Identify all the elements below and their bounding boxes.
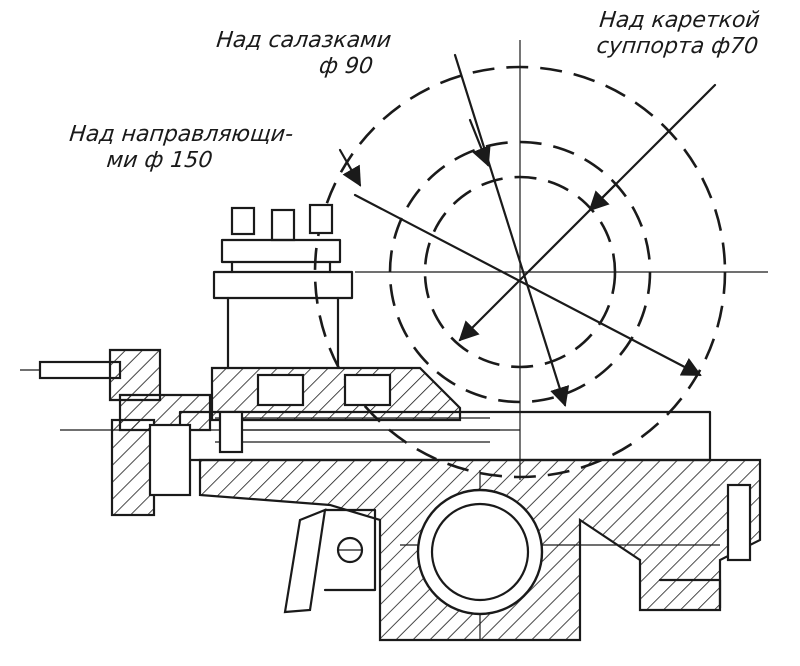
- label-over-carriage: Над кареткой суппорта ф70: [595, 8, 762, 60]
- over-slide-circle: [388, 140, 652, 404]
- label-over-slide-line1: Над салазками: [215, 28, 393, 53]
- over-carriage-circle: [423, 175, 617, 369]
- label-over-guides: Над направляющи- ми ф 150: [65, 122, 294, 174]
- upper-slide: [210, 366, 462, 422]
- handwheel: [38, 348, 212, 517]
- label-over-guides-line1: Над направляющи-: [68, 122, 295, 147]
- clamp-lever: [283, 508, 377, 614]
- label-over-slide: Над салазками ф 90: [212, 28, 392, 80]
- label-over-guides-line2: ми ф 150: [105, 148, 214, 173]
- dimension-lines: [338, 53, 717, 407]
- label-over-carriage-line2: суппорта ф70: [595, 34, 760, 59]
- carriage-body: [198, 458, 762, 642]
- label-over-slide-line2: ф 90: [317, 54, 375, 79]
- tool-post: [212, 203, 354, 370]
- label-over-carriage-line1: Над кареткой: [598, 8, 762, 33]
